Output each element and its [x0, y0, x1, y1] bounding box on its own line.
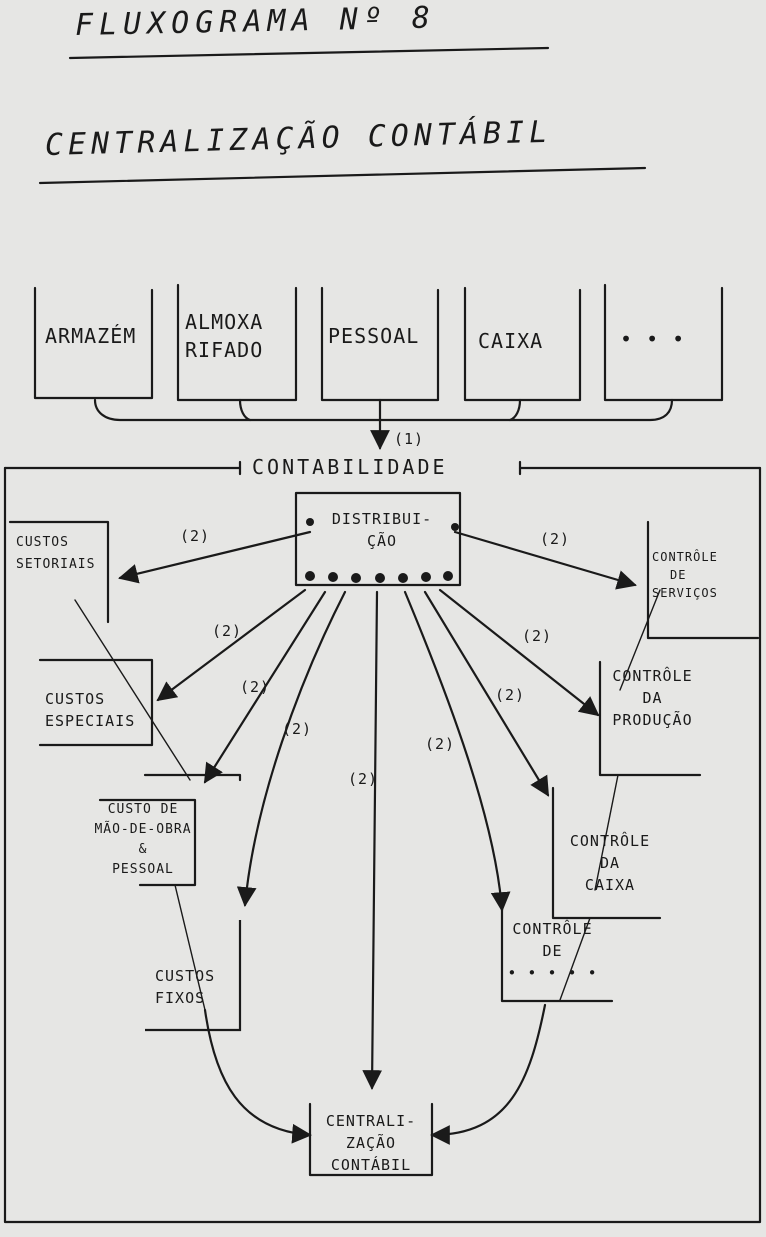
label-controle-servicos-2: DE	[670, 568, 687, 582]
source-box-almoxarifado	[176, 283, 298, 402]
label-controle-caixa-2: DA	[599, 854, 621, 872]
label-controle-de: CONTRÔLE DE • • • • •	[505, 918, 600, 984]
label-custos-fixos-1: CUSTOS	[155, 967, 216, 985]
label-custos-fixos-2: FIXOS	[155, 989, 206, 1007]
source-label-armazem: ARMAZÉM	[45, 324, 137, 348]
label-custo-mao-obra-4: PESSOAL	[112, 862, 174, 877]
label-controle-servicos-3: SERVIÇOS	[652, 586, 718, 600]
step-1-label: (1)	[394, 430, 425, 448]
source-label-almoxarifado: ALMOXA RIFADO	[185, 308, 263, 364]
label-custo-mao-obra-2: MÃO-DE-OBRA	[94, 822, 192, 837]
distribution-label: DISTRIBUI- ÇÃO	[322, 508, 442, 552]
label-controle-caixa: CONTRÔLE DA CAIXA	[560, 830, 660, 896]
label-controle-producao-2: DA	[642, 689, 663, 707]
step-2-label-a: (2)	[180, 527, 211, 545]
distribution-box	[294, 491, 462, 587]
label-controle-producao: CONTRÔLE DA PRODUÇÃO	[605, 665, 700, 731]
step-2-label-c: (2)	[212, 622, 243, 640]
label-custos-setoriais-1: CUSTOS	[16, 535, 69, 550]
label-controle-producao-1: CONTRÔLE	[612, 667, 693, 685]
step-2-label-g: (2)	[282, 720, 313, 738]
box-controle-servicos	[646, 520, 760, 640]
label-centralizacao-3: CONTÁBIL	[330, 1156, 412, 1174]
box-custos-fixos-line	[143, 773, 242, 782]
label-controle-producao-3: PRODUÇÃO	[612, 711, 693, 729]
source-box-armazem	[33, 286, 154, 400]
label-custos-especiais-1: CUSTOS	[45, 690, 106, 708]
step-2-label-h: (2)	[425, 735, 456, 753]
label-custos-especiais: CUSTOS ESPECIAIS	[45, 688, 135, 732]
box-controle-producao	[598, 660, 702, 777]
label-centralizacao-1: CENTRALI-	[325, 1112, 417, 1130]
label-controle-servicos: CONTRÔLE DE SERVIÇOS	[652, 548, 718, 602]
source-box-more	[603, 283, 724, 402]
label-controle-caixa-3: CAIXA	[584, 876, 636, 894]
box-controle-de	[500, 898, 614, 1003]
step-2-label-d: (2)	[522, 627, 553, 645]
label-controle-servicos-1: CONTRÔLE	[652, 550, 718, 564]
distribution-label-2: ÇÃO	[366, 532, 398, 550]
label-centralizacao-2: ZAÇÃO	[345, 1134, 397, 1152]
label-custos-fixos: CUSTOS FIXOS	[155, 965, 215, 1009]
step-2-label-b: (2)	[540, 530, 571, 548]
label-controle-de-3: • • • • •	[507, 964, 598, 982]
label-controle-de-2: DE	[542, 942, 563, 960]
label-controle-caixa-1: CONTRÔLE	[569, 832, 651, 850]
step-2-label-f: (2)	[495, 686, 526, 704]
box-controle-caixa	[551, 786, 662, 920]
box-custo-mao-obra	[98, 798, 197, 887]
title-underline	[68, 46, 550, 60]
step-2-label-e: (2)	[240, 678, 271, 696]
contabilidade-title: CONTABILIDADE	[252, 455, 448, 479]
label-controle-de-1: CONTRÔLE	[512, 920, 593, 938]
box-custos-especiais	[38, 658, 154, 747]
source-label-pessoal: PESSOAL	[328, 324, 420, 348]
label-custo-mao-obra-3: &	[138, 842, 148, 857]
source-label-more: • • •	[620, 327, 686, 351]
source-box-caixa	[463, 286, 582, 402]
subtitle-underline	[38, 166, 647, 185]
step-2-label-i: (2)	[348, 770, 379, 788]
label-custos-setoriais-2: SETORIAIS	[16, 557, 96, 572]
box-custos-setoriais	[8, 520, 110, 624]
source-label-almoxarifado-2: RIFADO	[185, 338, 264, 362]
label-custo-mao-obra-1: CUSTO DE	[107, 802, 179, 817]
label-custos-setoriais: CUSTOS SETORIAIS	[16, 532, 95, 576]
merge-bracket	[93, 398, 674, 422]
source-label-almoxarifado-1: ALMOXA	[185, 310, 264, 334]
label-custos-especiais-2: ESPECIAIS	[45, 712, 136, 730]
label-custo-mao-obra: CUSTO DE MÃO-DE-OBRA & PESSOAL	[88, 800, 198, 880]
contabilidade-frame	[3, 466, 762, 1224]
label-centralizacao: CENTRALI- ZAÇÃO CONTÁBIL	[312, 1110, 430, 1176]
source-label-caixa: CAIXA	[478, 329, 544, 353]
distribution-label-1: DISTRIBUI-	[331, 510, 433, 528]
